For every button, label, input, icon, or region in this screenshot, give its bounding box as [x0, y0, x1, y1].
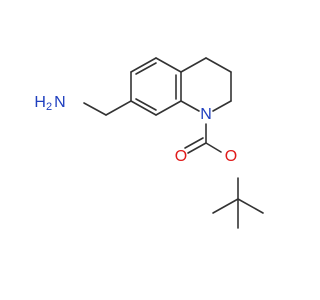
bond: [180, 57, 207, 73]
double-bond-inner: [135, 98, 157, 111]
bond: [187, 142, 207, 154]
carbonyl-oxygen-label: O: [175, 148, 187, 165]
bond: [130, 57, 157, 73]
bond: [83, 102, 107, 116]
bond: [212, 100, 232, 112]
bond: [237, 198, 264, 214]
bond: [205, 142, 222, 153]
bond: [155, 57, 182, 73]
bond: [180, 100, 200, 112]
bond-layer: [83, 57, 264, 229]
bond: [130, 100, 157, 116]
double-bond-inner: [135, 62, 157, 75]
ring-nitrogen-label: N: [200, 106, 212, 123]
bond: [212, 198, 239, 214]
ester-oxygen-label: O: [225, 148, 237, 165]
bond: [205, 57, 232, 73]
double-bond-inner: [184, 137, 204, 149]
bond: [105, 100, 132, 116]
bond: [155, 100, 182, 116]
